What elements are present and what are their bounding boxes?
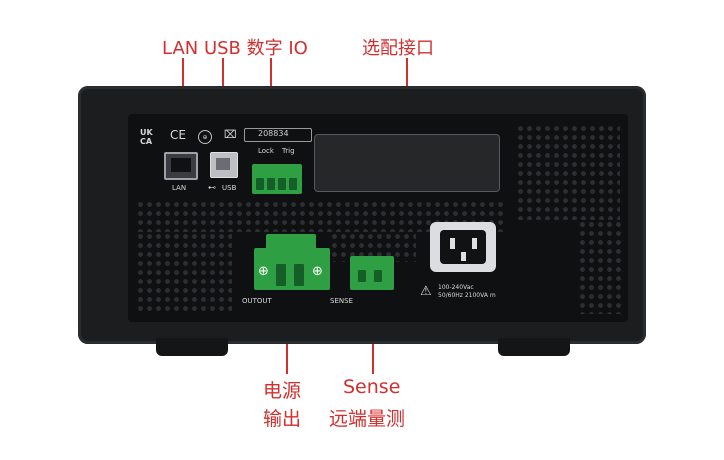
option-slot-callout: 选配接口: [362, 38, 434, 59]
ac-pin-left: [450, 238, 455, 249]
ports-callout: LAN USB 数字 IO: [162, 38, 308, 59]
ukca-mark-line2: CA: [140, 137, 153, 146]
usb-port-socket: [216, 158, 230, 170]
io-pin-1: [256, 178, 264, 190]
foot-right: [498, 338, 570, 356]
power-output-terminal[interactable]: [254, 248, 330, 290]
sense-callout-line2: 远端量测: [329, 408, 406, 430]
foot-left: [156, 338, 228, 356]
option-slot-cover[interactable]: [314, 134, 500, 192]
power-output-callout-line1: 电源: [263, 380, 302, 402]
io-pin-2: [267, 178, 275, 190]
ukca-mark-line1: UK: [140, 128, 153, 137]
usb-symbol-icon: ⊷: [208, 183, 216, 192]
lan-label: LAN: [172, 184, 187, 192]
certification-icon: ⊕: [198, 130, 212, 144]
lan-port-socket: [171, 158, 191, 172]
power-output-plug-top: [266, 234, 316, 250]
lock-label: Lock: [258, 147, 274, 155]
power-output-callout-line2: 输出: [263, 408, 302, 430]
trig-label: Trig: [282, 147, 295, 155]
ac-pin-right: [472, 238, 477, 249]
serial-number: 208834: [258, 129, 289, 138]
usb-label: USB: [222, 184, 237, 192]
power-negative-icon: ⊕: [312, 264, 323, 279]
sense-label: SENSE: [330, 297, 353, 305]
sense-pin-2: [374, 270, 382, 282]
ac-rating-line1: 100-240Vac: [438, 284, 474, 291]
output-label: OUTOUT: [242, 297, 272, 305]
ac-pin-ground: [461, 252, 466, 261]
sense-callout-line1: Sense: [343, 376, 401, 398]
vent-top-right: [516, 124, 620, 220]
power-pin-2: [294, 264, 304, 286]
io-pin-4: [289, 178, 297, 190]
power-positive-icon: ⊕: [258, 264, 269, 279]
vent-bottom-right: [578, 220, 622, 314]
io-pin-3: [278, 178, 286, 190]
warning-icon: ⚠: [420, 284, 432, 299]
power-pin-1: [276, 264, 286, 286]
weee-bin-icon: ⌧: [224, 128, 237, 141]
vent-bottom-left: [136, 232, 232, 312]
serial-box: [244, 128, 312, 142]
sense-pin-1: [358, 270, 366, 282]
sense-terminal[interactable]: [350, 256, 394, 290]
ac-rating-line2: 50/60Hz 2100VA m: [438, 292, 496, 299]
ce-mark: CE: [170, 128, 186, 142]
